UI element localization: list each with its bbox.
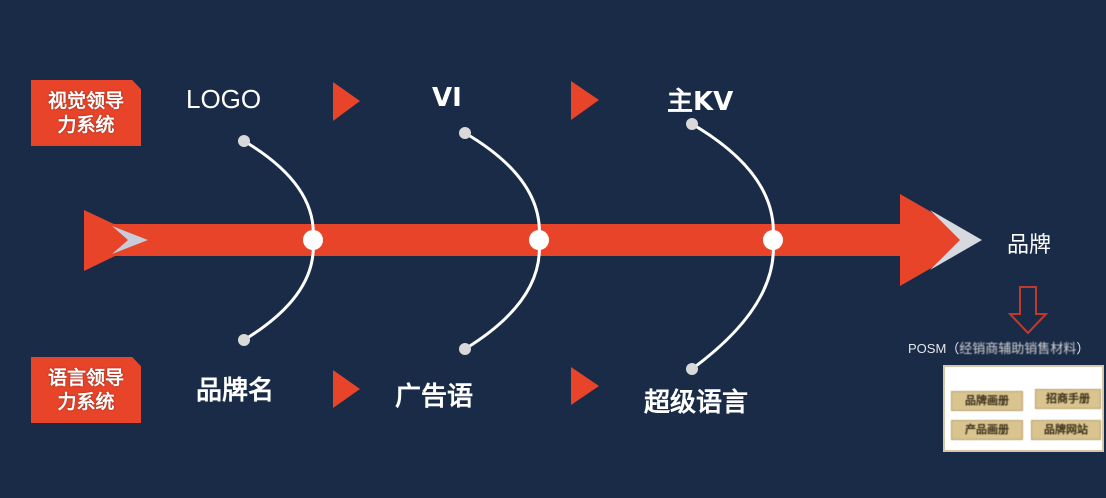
top-item-vi: VI (432, 83, 462, 113)
tag-line: 力系统 (57, 114, 115, 136)
posm-item-brand-website: 品牌网站 (1031, 420, 1101, 440)
bottom-item-brand-name: 品牌名 (196, 376, 275, 406)
tag-line: 力系统 (57, 391, 115, 413)
triangle-right-icon (333, 370, 360, 408)
posm-item-product-brochure: 产品画册 (951, 420, 1023, 440)
node-end-icon (459, 343, 471, 355)
posm-label: POSM（经销商辅助销售材料） (908, 338, 1089, 357)
posm-suffix: ） (1076, 341, 1090, 356)
arrow-right-icon (900, 194, 982, 286)
spine-node-icon (763, 230, 783, 250)
spine-node-icon (529, 230, 549, 250)
tag-line: 视觉领导 (47, 90, 124, 112)
node-end-icon (686, 363, 698, 375)
posm-prefix: POSM（ (908, 341, 960, 356)
visual-leadership-tag: 视觉领导 力系统 (31, 80, 141, 146)
node-end-icon (686, 118, 698, 130)
posm-item-recruitment-manual: 招商手册 (1035, 389, 1101, 409)
triangle-right-icon (571, 81, 599, 120)
brand-target-label: 品牌 (1007, 233, 1052, 258)
posm-detail: 经销商辅助销售材料 (959, 341, 1077, 356)
top-item-main-kv: 主KV (667, 87, 734, 117)
arrow-down-outline-icon (1007, 286, 1049, 335)
bottom-item-slogan: 广告语 (395, 382, 474, 412)
top-item-logo: LOGO (186, 84, 262, 114)
posm-item-brand-brochure: 品牌画册 (951, 391, 1023, 411)
node-end-icon (238, 334, 250, 346)
bottom-item-super-language: 超级语言 (644, 388, 749, 418)
posm-materials-box: 品牌画册 招商手册 产品画册 品牌网站 (943, 365, 1104, 452)
main-spine (110, 224, 910, 256)
triangle-right-icon (333, 82, 360, 121)
node-end-icon (238, 135, 250, 147)
node-end-icon (459, 127, 471, 139)
triangle-right-icon (571, 367, 599, 405)
language-leadership-tag: 语言领导 力系统 (31, 357, 141, 423)
tag-line: 语言领导 (47, 367, 124, 389)
spine-node-icon (303, 230, 323, 250)
tail-arrow-icon (84, 210, 148, 271)
